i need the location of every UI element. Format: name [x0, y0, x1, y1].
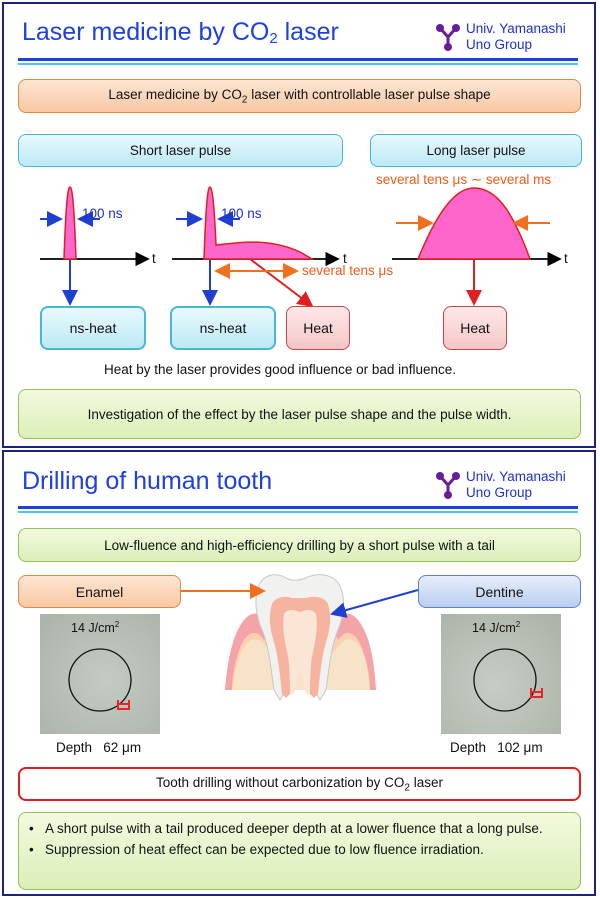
long-pulse-label: Long laser pulse	[370, 134, 582, 167]
tail-pulse-shape	[203, 186, 315, 260]
t-label-3: t	[564, 251, 568, 266]
drilling-banner: Low-fluence and high-efficiency drilling…	[18, 528, 581, 562]
influence-text: Heat by the laser provides good influenc…	[104, 362, 456, 377]
university-logo-icon	[436, 472, 460, 499]
ns-heat-box-2: ns-heat	[170, 306, 276, 350]
ns-heat-box-1: ns-heat	[40, 306, 146, 350]
enamel-micrograph	[40, 614, 160, 734]
university-logo-icon	[436, 24, 460, 51]
brand-label: Univ. Yamanashi Uno Group	[466, 469, 566, 500]
fluence-left: 14 J/cm2	[71, 620, 120, 636]
title-rule-light	[18, 63, 578, 65]
tail-duration-label: several tens μs	[302, 263, 394, 278]
short-pulse-shape-1	[63, 186, 77, 260]
short-pulse-label: Short laser pulse	[18, 134, 343, 167]
long-pulse-shape	[416, 187, 532, 260]
pulp-shape	[283, 610, 317, 694]
investigation-box: Investigation of the effect by the laser…	[18, 389, 581, 439]
long-duration-label: several tens μs ∼ several ms	[376, 172, 552, 187]
summary-bullet: Suppression of heat effect can be expect…	[29, 840, 568, 859]
depth-left: Depth 62 μm	[56, 740, 142, 755]
t-label-1: t	[152, 251, 156, 266]
heat-box-2: Heat	[443, 306, 507, 350]
fluence-right: 14 J/cm2	[472, 620, 521, 636]
depth-right: Depth 102 μm	[450, 740, 543, 755]
ns-label-1: 100 ns	[82, 206, 123, 221]
dentine-micrograph	[441, 614, 561, 734]
page-title-laser-medicine: Laser medicine by CO2 laser	[22, 18, 339, 47]
title-rule-light	[18, 511, 578, 513]
summary-bullets: A short pulse with a tail produced deepe…	[18, 812, 581, 890]
tooth-illustration	[181, 574, 419, 701]
carbonization-box: Tooth drilling without carbonization by …	[18, 767, 581, 801]
page-title-tooth-drilling: Drilling of human tooth	[22, 467, 273, 495]
summary-bullet: A short pulse with a tail produced deepe…	[29, 819, 568, 838]
co2-laser-banner: Laser medicine by CO2 laser with control…	[18, 79, 581, 113]
heat-box-1: Heat	[286, 306, 350, 350]
ns-label-2: 100 ns	[221, 206, 262, 221]
title-rule	[18, 58, 578, 61]
title-rule	[18, 506, 578, 509]
dentine-label: Dentine	[418, 575, 581, 608]
brand-label: Univ. Yamanashi Uno Group	[466, 21, 566, 52]
pulse-diagram	[40, 186, 562, 308]
enamel-label: Enamel	[18, 575, 181, 608]
t-label-2: t	[343, 251, 347, 266]
